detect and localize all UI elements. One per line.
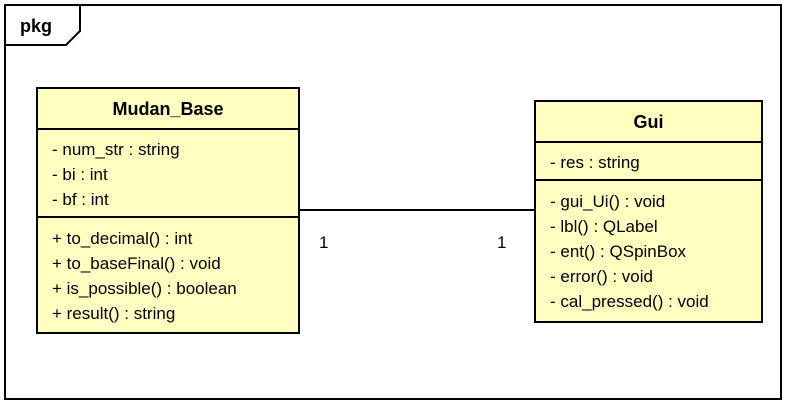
operation: - gui_Ui() : void [550, 192, 666, 211]
class-name: Gui [536, 102, 761, 143]
operation: - lbl() : QLabel [550, 217, 658, 236]
package-frame [4, 4, 782, 400]
operation: - error() : void [550, 267, 653, 286]
attribute: - bf : int [52, 190, 109, 209]
attribute: - num_str : string [52, 140, 180, 159]
operations-section: - gui_Ui() : void - lbl() : QLabel - ent… [536, 181, 761, 314]
class-name: Mudan_Base [38, 89, 298, 130]
right-multiplicity: 1 [497, 233, 507, 252]
class-mudan-base[interactable]: Mudan_Base - num_str : string - bi : int… [36, 87, 300, 334]
attribute: - res : string [550, 153, 640, 172]
attributes-section: - num_str : string - bi : int - bf : int [38, 130, 298, 218]
operation: + result() : string [52, 304, 176, 323]
association-line [300, 209, 534, 211]
package-label: pkg [20, 16, 53, 36]
left-multiplicity: 1 [319, 233, 329, 252]
operation: - cal_pressed() : void [550, 292, 709, 311]
attribute: - bi : int [52, 165, 108, 184]
operation: + is_possible() : boolean [52, 279, 237, 298]
operation: - ent() : QSpinBox [550, 242, 687, 261]
package-tab [4, 4, 81, 46]
class-gui[interactable]: Gui - res : string - gui_Ui() : void - l… [534, 100, 763, 323]
operation: + to_decimal() : int [52, 229, 193, 248]
operation: + to_baseFinal() : void [52, 254, 221, 273]
operations-section: + to_decimal() : int + to_baseFinal() : … [38, 218, 298, 326]
attributes-section: - res : string [536, 143, 761, 181]
